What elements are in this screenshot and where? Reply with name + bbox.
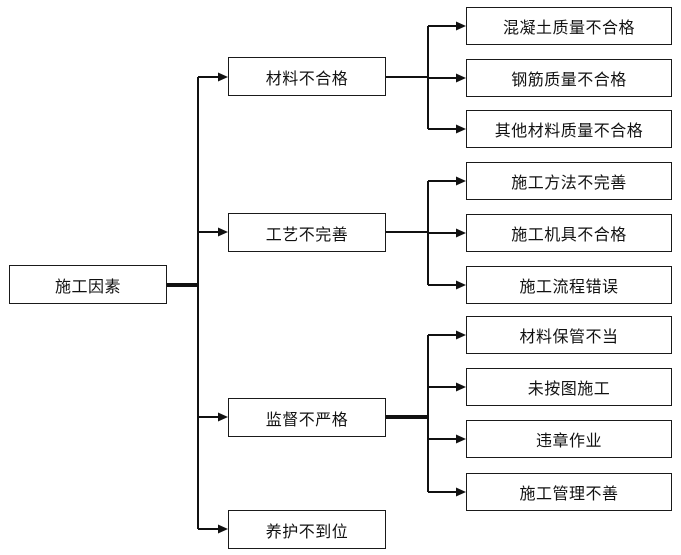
leaf-node-construction-flow: 施工流程错误 [466,266,672,304]
category-node-curing: 养护不到位 [228,510,386,549]
leaf-arrow-head [456,382,466,392]
leaf-arrow-head [456,487,466,497]
leaf-arrow-head [456,228,466,238]
leaf-arrow-head [456,434,466,444]
leaf-arrow-head [456,330,466,340]
leaf-arrow-head [456,124,466,134]
category-node-supervision: 监督不严格 [228,398,386,437]
leaf-arrow-head [456,176,466,186]
category-node-materials: 材料不合格 [228,57,386,96]
leaf-node-construction-management: 施工管理不善 [466,473,672,511]
leaf-node-rebar-quality: 钢筋质量不合格 [466,59,672,97]
leaf-node-construction-method: 施工方法不完善 [466,162,672,200]
category-node-process: 工艺不完善 [228,213,386,252]
category-arrow-head [218,412,228,422]
leaf-node-drawing-compliance: 未按图施工 [466,368,672,406]
connector-lines [167,21,466,534]
leaf-node-violation-work: 违章作业 [466,420,672,458]
leaf-node-concrete-quality: 混凝土质量不合格 [466,7,672,45]
leaf-arrow-head [456,73,466,83]
leaf-node-construction-tools: 施工机具不合格 [466,214,672,252]
category-arrow-head [218,72,228,82]
leaf-node-other-material-quality: 其他材料质量不合格 [466,110,672,148]
root-node: 施工因素 [9,265,167,304]
leaf-arrow-head [456,280,466,290]
category-arrow-head [218,524,228,534]
leaf-arrow-head [456,21,466,31]
leaf-node-material-storage: 材料保管不当 [466,316,672,354]
category-arrow-head [218,227,228,237]
